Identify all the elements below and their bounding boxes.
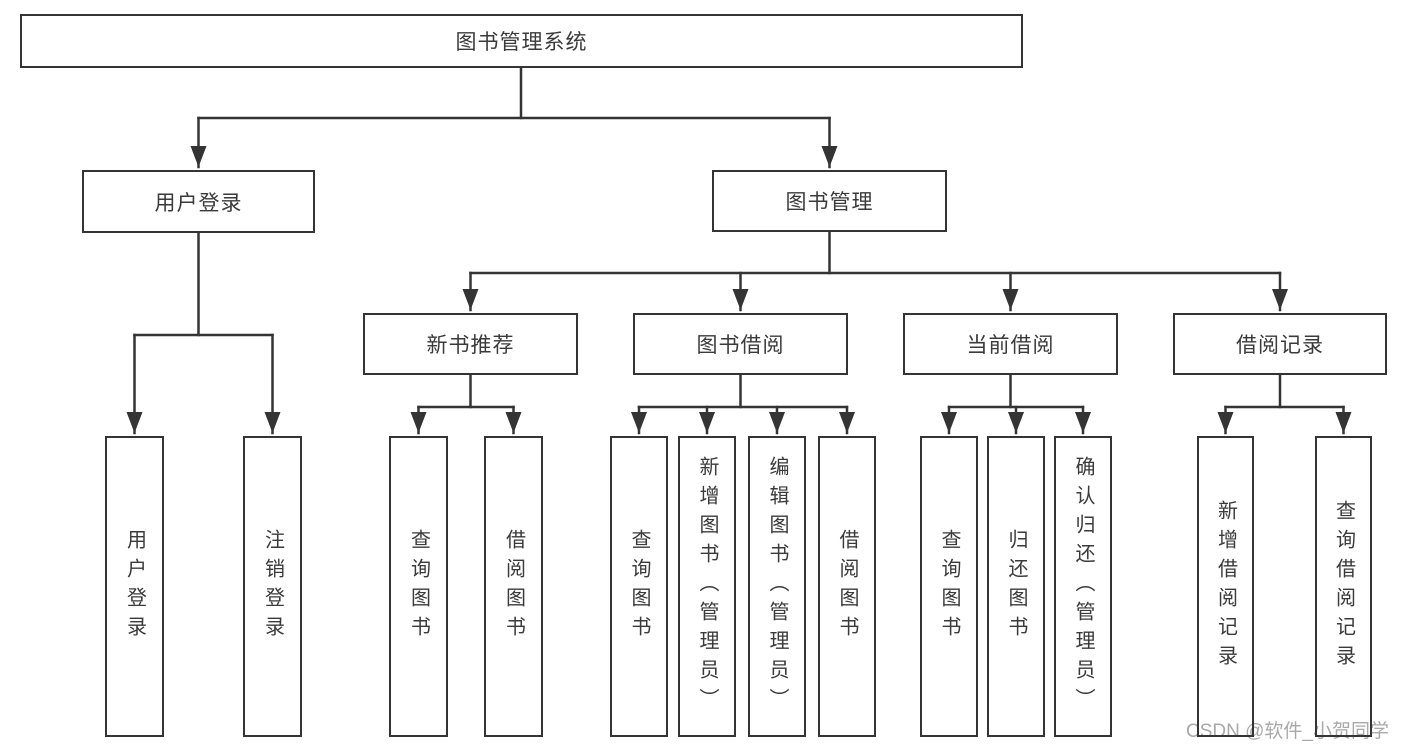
node-book-management: 图书管理	[712, 170, 947, 232]
leaf-current-confirm-return-label: 确认归还（管理员）	[1072, 456, 1094, 717]
leaf-borrow-borrow-book-label: 借阅图书	[836, 528, 858, 645]
leaf-user-login-label: 用户登录	[123, 528, 146, 645]
leaf-records-add-record: 新增借阅记录	[1197, 436, 1254, 737]
node-user-login-label: 用户登录	[154, 191, 243, 215]
leaf-borrow-query-book: 查询图书	[610, 436, 668, 737]
leaf-newrec-query-book: 查询图书	[389, 436, 448, 737]
leaf-borrow-add-book: 新增图书（管理员）	[678, 436, 736, 737]
leaf-logout-label: 注销登录	[261, 528, 284, 645]
leaf-borrow-borrow-book: 借阅图书	[818, 436, 876, 737]
node-book-management-label: 图书管理	[785, 191, 874, 214]
leaf-records-query-record: 查询借阅记录	[1315, 436, 1372, 737]
leaf-current-query-book: 查询图书	[920, 436, 978, 737]
node-borrow-records: 借阅记录	[1173, 313, 1387, 375]
leaf-current-confirm-return: 确认归还（管理员）	[1054, 436, 1112, 737]
leaf-borrow-edit-book: 编辑图书（管理员）	[748, 436, 806, 737]
leaf-borrow-edit-book-label: 编辑图书（管理员）	[766, 456, 788, 717]
leaf-current-return-book-label: 归还图书	[1005, 528, 1027, 645]
leaf-logout: 注销登录	[243, 436, 302, 737]
node-current-borrow-label: 当前借阅	[966, 334, 1055, 357]
node-book-borrow: 图书借阅	[633, 313, 848, 375]
node-new-book-recommend: 新书推荐	[363, 313, 578, 375]
node-root-label: 图书管理系统	[455, 31, 588, 54]
node-user-login: 用户登录	[82, 170, 315, 233]
node-new-book-recommend-label: 新书推荐	[426, 334, 515, 357]
leaf-current-return-book: 归还图书	[987, 436, 1045, 737]
leaf-newrec-query-book-label: 查询图书	[407, 528, 430, 645]
leaf-borrow-query-book-label: 查询图书	[628, 528, 650, 645]
leaf-user-login: 用户登录	[105, 436, 164, 737]
leaf-newrec-borrow-book: 借阅图书	[484, 436, 543, 737]
node-root: 图书管理系统	[20, 14, 1023, 68]
node-borrow-records-label: 借阅记录	[1236, 334, 1324, 357]
leaf-records-query-record-label: 查询借阅记录	[1332, 499, 1355, 674]
node-current-borrow: 当前借阅	[903, 313, 1118, 375]
leaf-newrec-borrow-book-label: 借阅图书	[502, 528, 525, 645]
leaf-current-query-book-label: 查询图书	[938, 528, 960, 645]
leaf-records-add-record-label: 新增借阅记录	[1214, 499, 1237, 674]
leaf-borrow-add-book-label: 新增图书（管理员）	[696, 456, 718, 717]
node-book-borrow-label: 图书借阅	[696, 334, 785, 357]
